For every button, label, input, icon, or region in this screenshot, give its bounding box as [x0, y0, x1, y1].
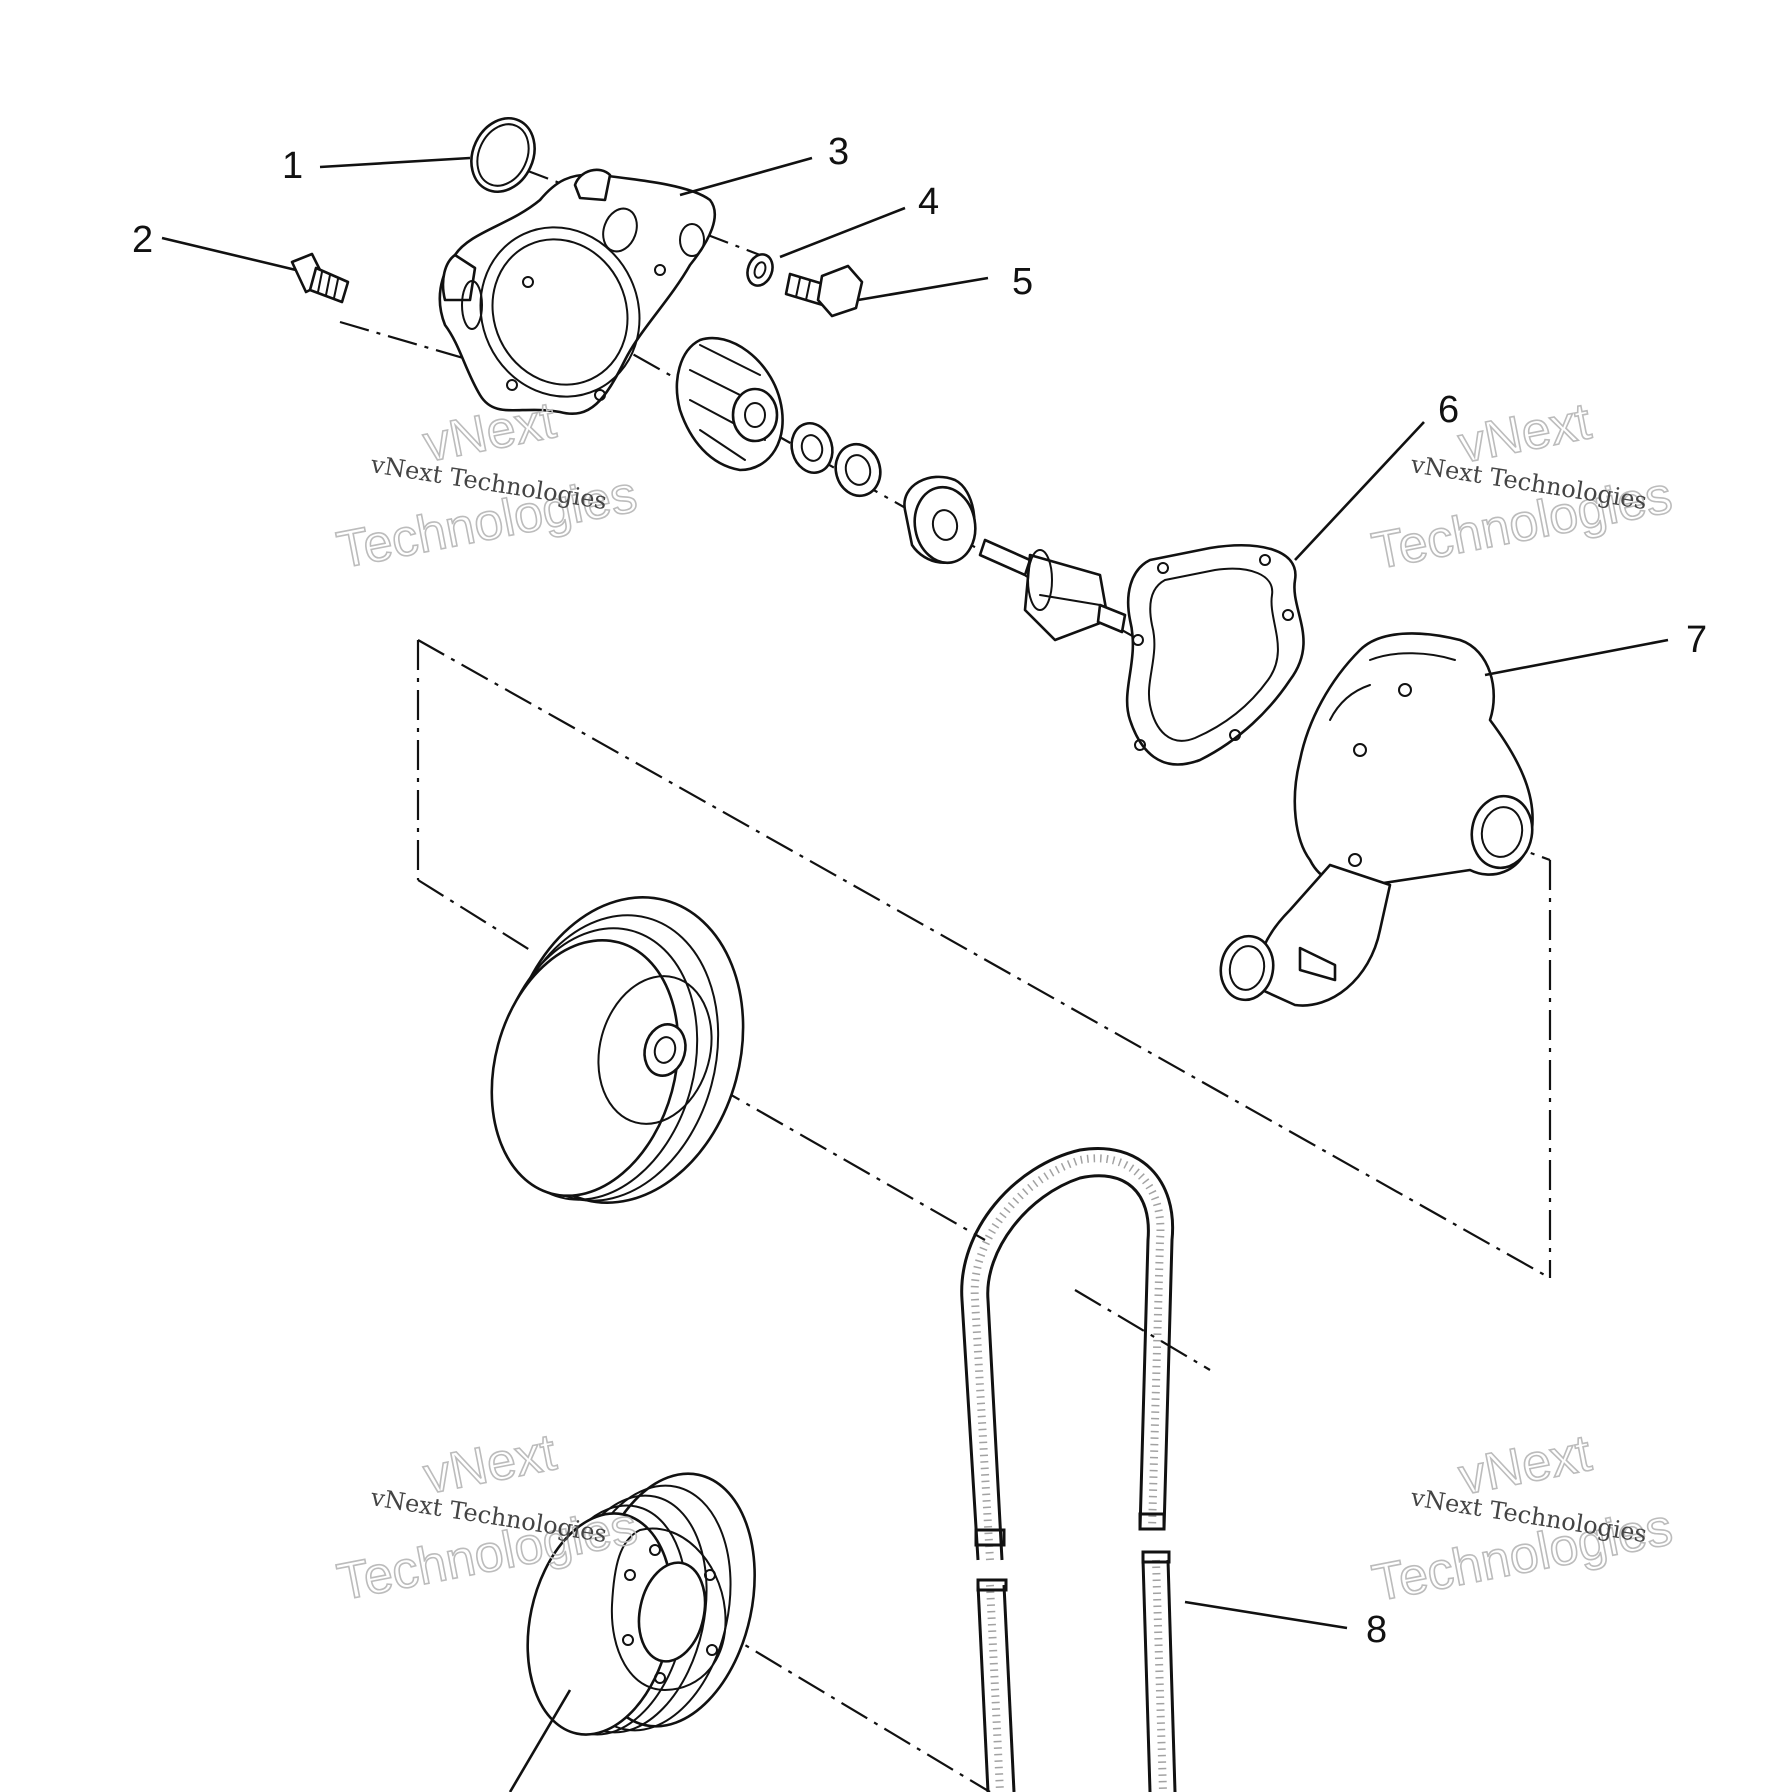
gasket — [1125, 544, 1305, 766]
leader-6 — [1294, 421, 1425, 561]
water-pump-body — [1219, 632, 1534, 1007]
callout-2: 2 — [132, 219, 153, 261]
leader-7 — [1484, 638, 1669, 677]
leader-lines — [161, 156, 1669, 1792]
centerline-frame-bottom — [417, 879, 531, 951]
callout-8: 8 — [1366, 1609, 1387, 1651]
bolt — [784, 264, 864, 318]
leader-4 — [779, 206, 906, 259]
washer — [746, 253, 774, 287]
callout-4: 4 — [918, 181, 939, 223]
drive-belt — [960, 1147, 1177, 1792]
pump-cover — [438, 168, 716, 415]
callouts: 1 2 3 4 5 6 7 8 — [132, 131, 1707, 1651]
leader-crank-pulley — [508, 1689, 572, 1792]
callout-7: 7 — [1686, 619, 1707, 661]
leader-3 — [679, 156, 813, 197]
crankshaft-pulley — [526, 1472, 756, 1736]
callout-3: 3 — [828, 131, 849, 173]
pump-pulley — [490, 896, 745, 1204]
callout-6: 6 — [1438, 389, 1459, 431]
callout-5: 5 — [1012, 261, 1033, 303]
callout-1: 1 — [282, 145, 303, 187]
leader-1 — [319, 156, 471, 169]
centerline-screw-housing — [339, 320, 471, 362]
leader-2 — [161, 236, 297, 272]
centerline-belt-inner — [1074, 1289, 1211, 1371]
seal-ring — [834, 442, 882, 498]
centerline-frame-top — [417, 639, 1551, 1279]
bearing — [903, 475, 977, 565]
leader-5 — [857, 276, 989, 302]
drain-screw — [290, 252, 350, 304]
impeller — [675, 336, 784, 472]
mechanical-seal — [790, 422, 834, 474]
shaft-bearing — [978, 538, 1127, 642]
o-ring — [470, 117, 536, 193]
leader-8 — [1184, 1600, 1348, 1630]
